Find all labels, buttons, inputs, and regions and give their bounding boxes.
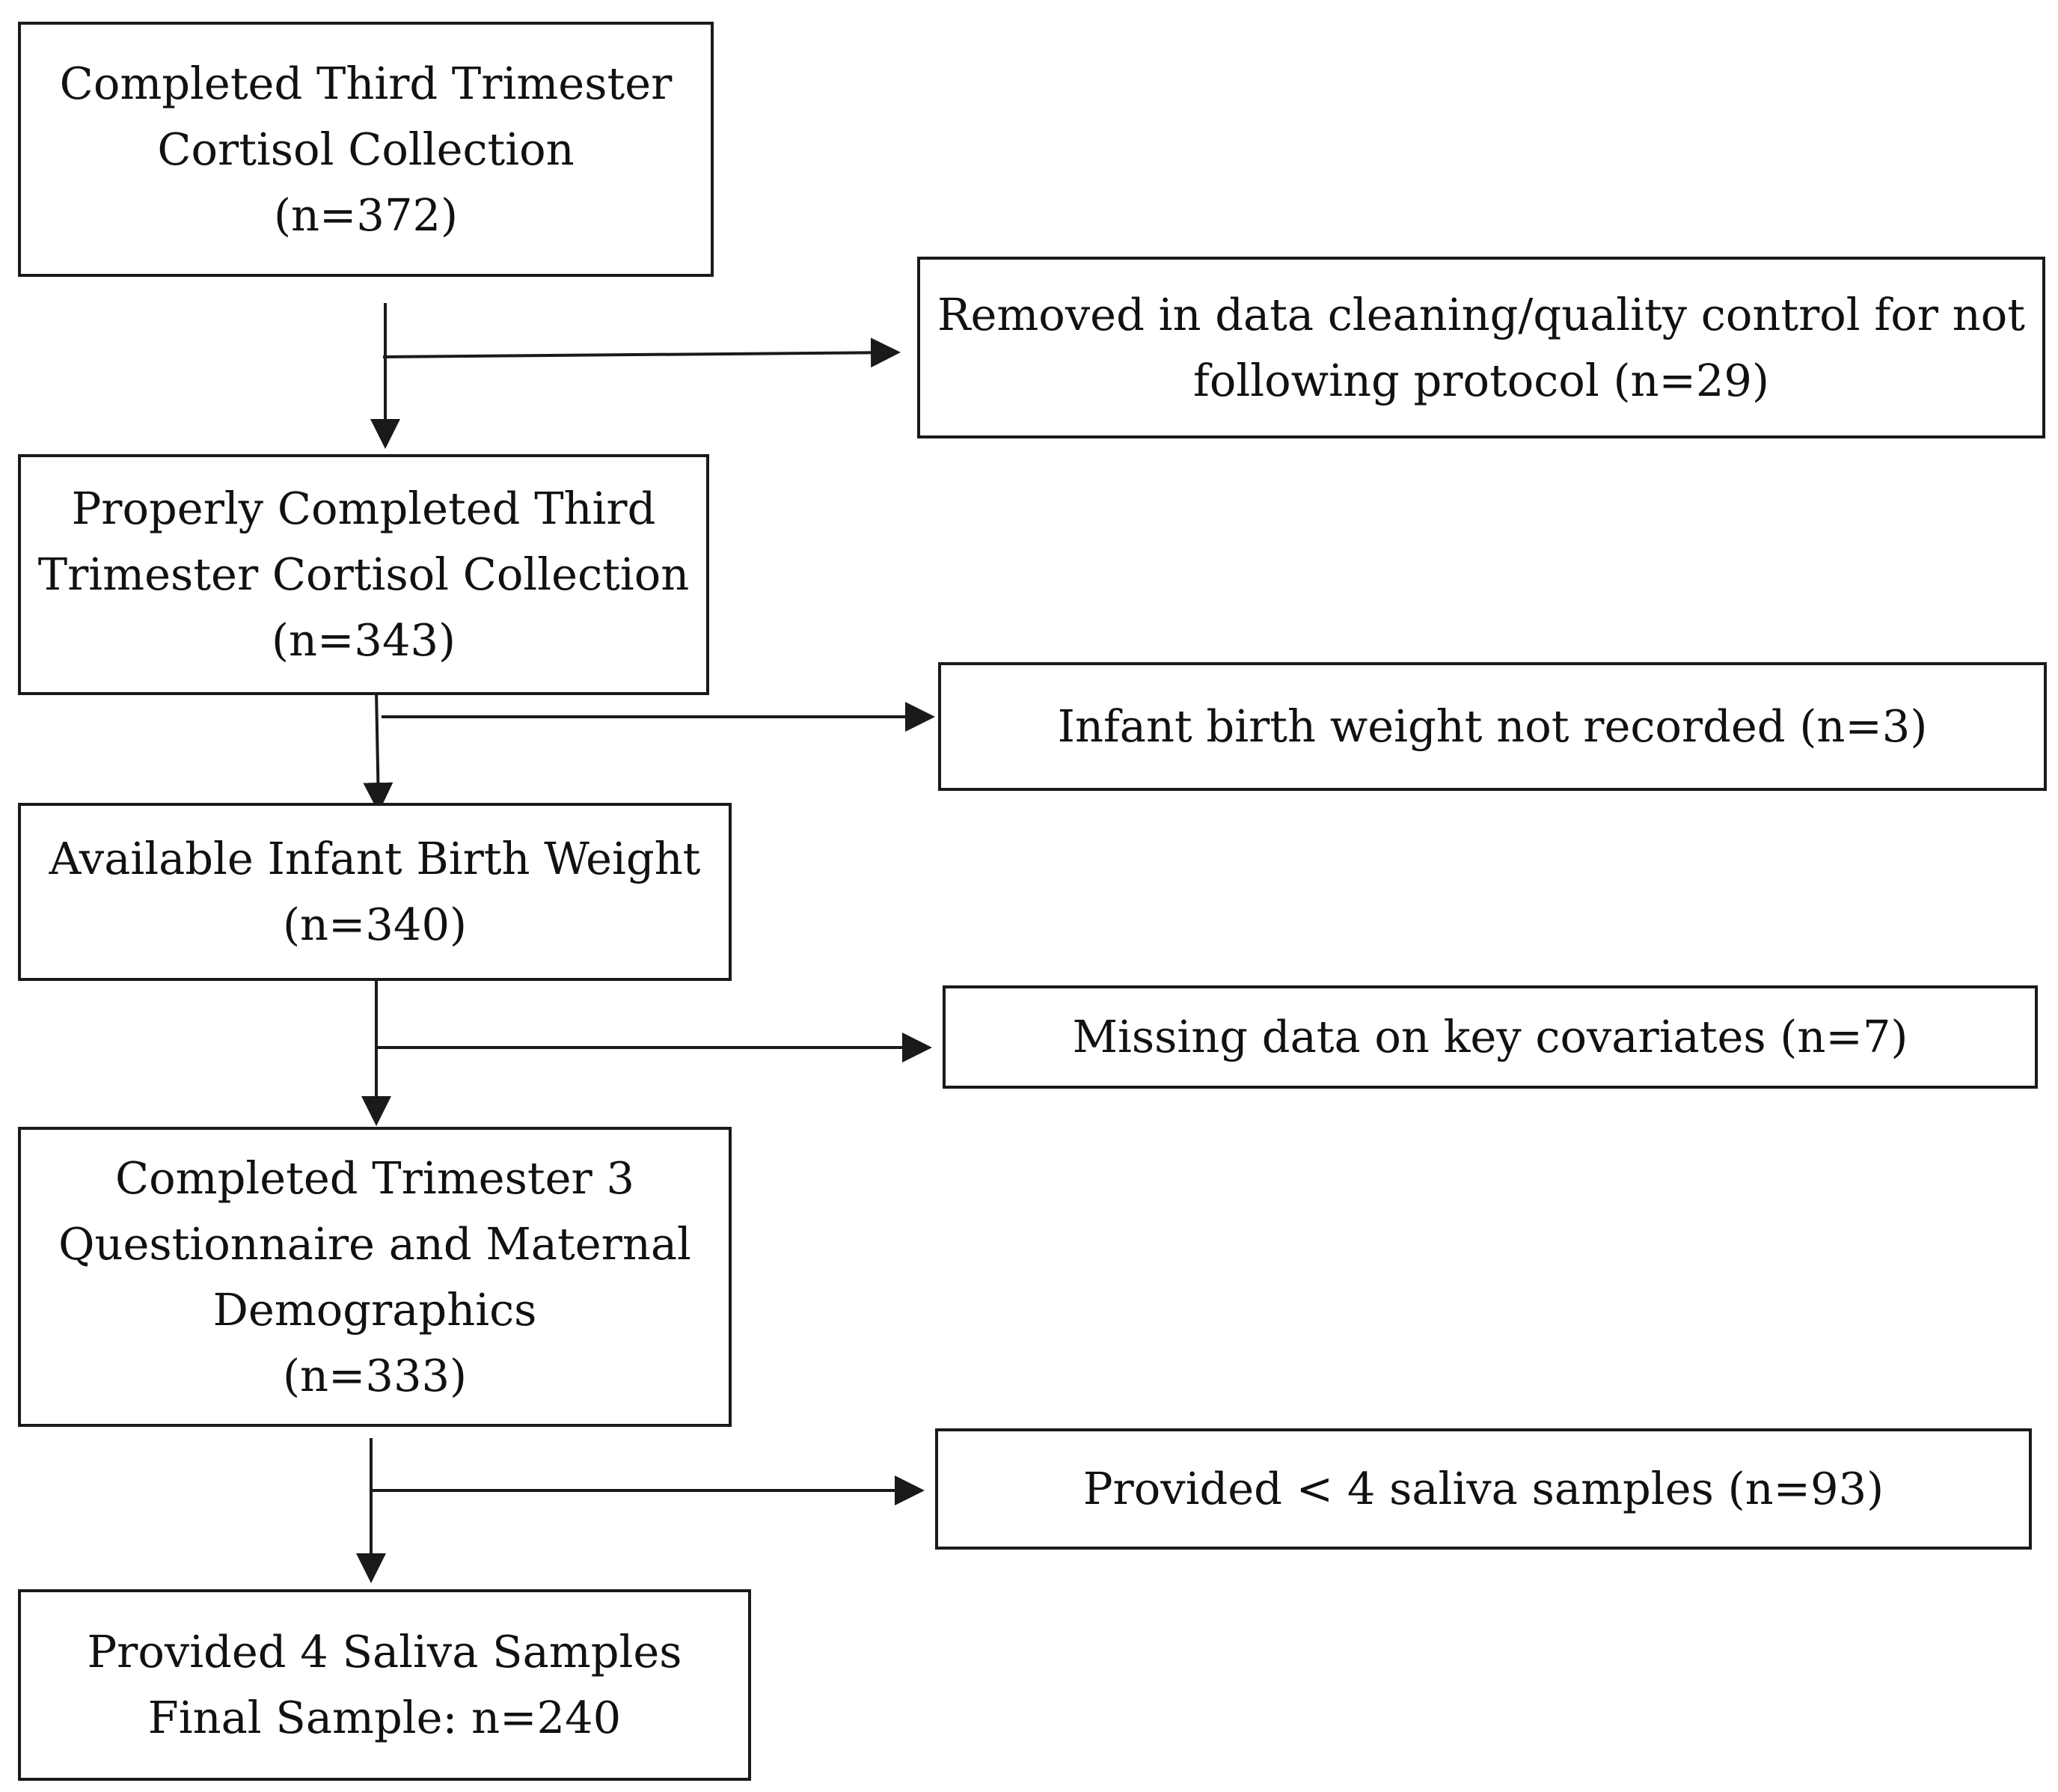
stage-text: (n=372) — [273, 189, 459, 241]
stage-text: Properly Completed Third — [71, 483, 656, 534]
exclusion-text: Removed in data cleaning/quality control… — [937, 288, 2025, 340]
stage-box-completed-collection: Completed Third Trimester Cortisol Colle… — [18, 22, 714, 277]
exclusion-text: Provided < 4 saliva samples (n=93) — [1082, 1463, 1884, 1514]
stage-text: Trimester Cortisol Collection — [37, 548, 690, 600]
exclusion-box-covariates: Missing data on key covariates (n=7) — [943, 985, 2038, 1089]
stage-text: Available Infant Birth Weight — [49, 833, 701, 884]
stage-text: Final Sample: n=240 — [147, 1692, 622, 1743]
exclusion-text: following protocol (n=29) — [1193, 354, 1769, 406]
stage-text: Completed Third Trimester — [59, 57, 673, 109]
stage-text: (n=340) — [282, 899, 468, 950]
stage-box-final-sample: Provided 4 Saliva Samples Final Sample: … — [18, 1589, 751, 1781]
stage-box-questionnaire: Completed Trimester 3 Questionnaire and … — [18, 1127, 732, 1427]
exclusion-text: Infant birth weight not recorded (n=3) — [1057, 700, 1928, 752]
arrow-to-exclusion-protocol — [382, 337, 901, 368]
exclusion-box-birth-weight: Infant birth weight not recorded (n=3) — [938, 662, 2047, 791]
stage-box-birth-weight: Available Infant Birth Weight (n=340) — [18, 803, 732, 981]
stage-text: (n=343) — [271, 614, 456, 666]
stage-text: Cortisol Collection — [157, 123, 575, 175]
stage-text: Questionnaire and Maternal — [58, 1217, 691, 1270]
stage-text: Provided 4 Saliva Samples — [87, 1626, 682, 1678]
stage-text: Demographics — [212, 1283, 537, 1336]
stage-text: Completed Trimester 3 — [115, 1152, 634, 1204]
stage-box-properly-completed: Properly Completed Third Trimester Corti… — [18, 454, 709, 695]
exclusion-box-protocol: Removed in data cleaning/quality control… — [917, 257, 2045, 438]
exclusion-text: Missing data on key covariates (n=7) — [1072, 1011, 1908, 1062]
stage-text: (n=333) — [282, 1349, 468, 1401]
exclusion-box-saliva: Provided < 4 saliva samples (n=93) — [935, 1428, 2032, 1550]
arrow-stage2-to-stage3 — [363, 691, 393, 813]
